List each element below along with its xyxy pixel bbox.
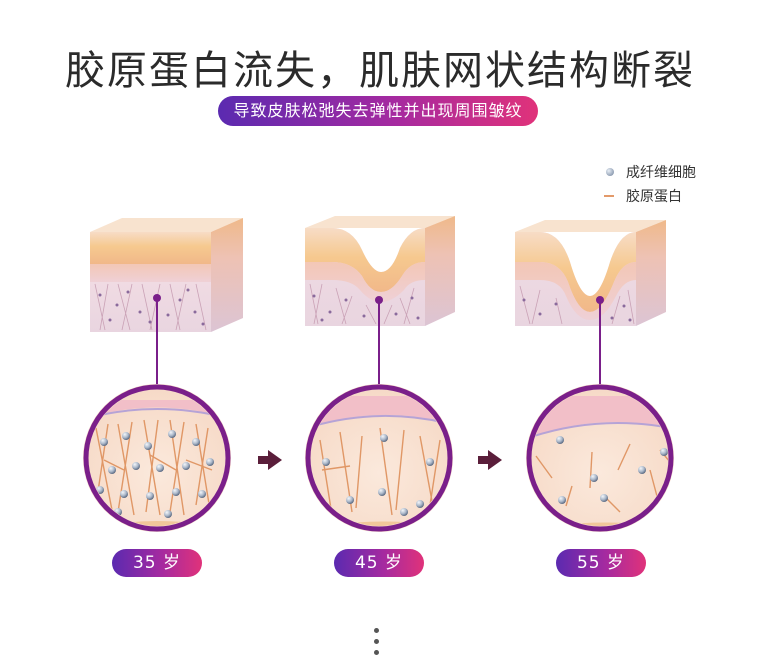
legend: 成纤维细胞 胶原蛋白 [604, 160, 696, 208]
legend-item-fibroblast: 成纤维细胞 [604, 160, 696, 184]
age-badge-35: 35 岁 [112, 549, 202, 577]
connector-dot [596, 296, 604, 304]
skin-block-35 [90, 218, 243, 332]
legend-label-fibroblast: 成纤维细胞 [626, 165, 696, 181]
skin-block-45 [305, 216, 455, 326]
connector-lines [156, 298, 601, 384]
zoom-circle-45 [305, 384, 453, 532]
zoom-circle-55 [526, 384, 674, 532]
vertical-ellipsis-icon[interactable] [374, 628, 379, 661]
connector-dot [153, 294, 161, 302]
legend-label-collagen: 胶原蛋白 [626, 189, 682, 205]
legend-item-collagen: 胶原蛋白 [604, 184, 696, 208]
fibroblast-dot-icon [606, 168, 614, 176]
subtitle-banner: 导致皮肤松弛失去弹性并出现周围皱纹 [218, 96, 538, 126]
page-title: 胶原蛋白流失，肌肤网状结构断裂 [65, 48, 695, 94]
age-badge-55: 55 岁 [556, 549, 646, 577]
right-arrow-icon [478, 450, 502, 470]
zoom-circle-35 [83, 384, 231, 532]
collagen-line-icon [604, 195, 614, 197]
skin-block-55 [515, 220, 666, 326]
age-badge-45: 45 岁 [334, 549, 424, 577]
right-arrow-icon [258, 450, 282, 470]
connector-dot [375, 296, 383, 304]
